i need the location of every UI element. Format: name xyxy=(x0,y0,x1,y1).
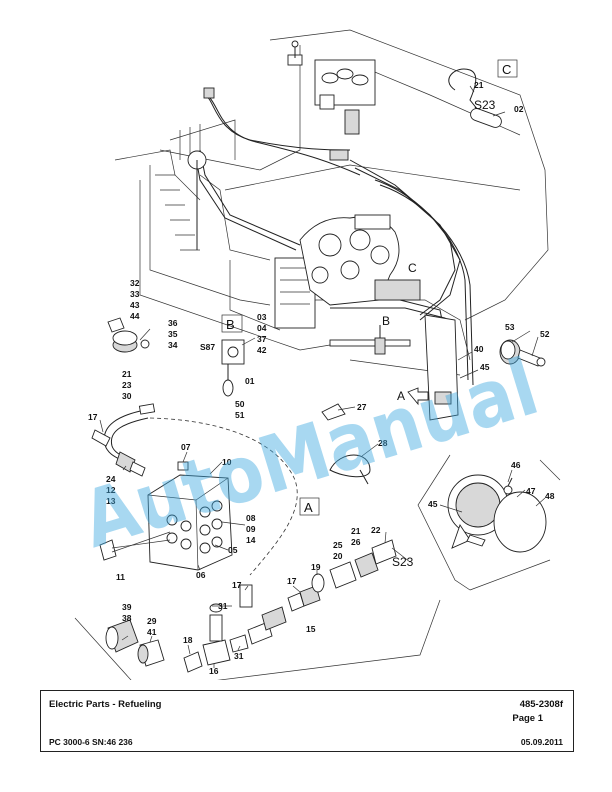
label-17-mid: 17 xyxy=(287,576,297,586)
label-45-light: 45 xyxy=(428,499,438,509)
title-block: Electric Parts - Refueling 485-2308f Pag… xyxy=(40,690,574,752)
label-40: 40 xyxy=(474,344,484,354)
label-51: 51 xyxy=(235,410,245,420)
label-04: 04 xyxy=(257,323,267,333)
label-37: 37 xyxy=(257,334,267,344)
junction-box xyxy=(99,461,233,571)
label-s23-bottom: S23 xyxy=(392,555,414,569)
label-39: 39 xyxy=(122,602,132,612)
label-05: 05 xyxy=(228,545,238,555)
label-48: 48 xyxy=(545,491,555,501)
label-09: 09 xyxy=(246,524,256,534)
label-27: 27 xyxy=(357,402,367,412)
label-47: 47 xyxy=(526,486,536,496)
label-23: 23 xyxy=(122,380,132,390)
right-wiring-panel xyxy=(374,314,459,421)
label-13: 13 xyxy=(106,496,116,506)
arrow-a-label: A xyxy=(397,389,405,403)
label-44: 44 xyxy=(130,311,140,321)
label-21-mid: 21 xyxy=(351,526,361,536)
hose-route-dashed xyxy=(149,417,298,576)
machine-model: PC 3000-6 SN:46 236 xyxy=(49,737,133,747)
label-31-a: 31 xyxy=(218,601,228,611)
arrow-b-label: B xyxy=(382,314,390,328)
label-35: 35 xyxy=(168,329,178,339)
label-28: 28 xyxy=(378,438,388,448)
view-a-label: A xyxy=(304,500,313,515)
label-03: 03 xyxy=(257,312,267,322)
label-08: 08 xyxy=(246,513,256,523)
parts-diagram: C 21 S23 02 32 33 43 44 36 35 34 B 03 04… xyxy=(72,29,561,680)
label-31-b: 31 xyxy=(234,651,244,661)
label-19: 19 xyxy=(311,562,321,572)
label-01: 01 xyxy=(245,376,255,386)
label-07: 07 xyxy=(181,442,191,452)
document-title: Electric Parts - Refueling xyxy=(49,699,162,710)
label-17-left: 17 xyxy=(88,412,98,422)
label-38: 38 xyxy=(122,613,132,623)
label-s23-top: S23 xyxy=(474,98,496,112)
label-s87: S87 xyxy=(200,342,215,352)
document-number: 485-2308f xyxy=(519,699,563,710)
label-50: 50 xyxy=(235,399,245,409)
leader-lines xyxy=(99,85,546,668)
engine-block xyxy=(274,214,421,347)
part-numbers: C 21 S23 02 32 33 43 44 36 35 34 B 03 04… xyxy=(88,62,555,676)
view-c-label: C xyxy=(502,62,511,77)
label-33: 33 xyxy=(130,289,140,299)
label-22: 22 xyxy=(371,525,381,535)
label-02: 02 xyxy=(514,104,524,114)
view-a-fittings xyxy=(74,497,441,680)
label-11: 11 xyxy=(116,572,125,582)
view-b-switch xyxy=(221,314,245,397)
hose-assembly-left xyxy=(91,403,156,477)
cable-ties xyxy=(321,403,371,485)
page-number: Page 1 xyxy=(512,713,543,724)
arrow-c-label: C xyxy=(408,261,417,275)
label-16: 16 xyxy=(209,666,219,676)
label-21-top: 21 xyxy=(474,80,484,90)
document-date: 05.09.2011 xyxy=(520,737,563,747)
view-c-sensor xyxy=(448,59,518,128)
label-45-right: 45 xyxy=(480,362,490,372)
label-41: 41 xyxy=(147,627,157,637)
label-24: 24 xyxy=(106,474,116,484)
label-06: 06 xyxy=(196,570,206,580)
label-53: 53 xyxy=(505,322,515,332)
label-18: 18 xyxy=(183,635,193,645)
label-15: 15 xyxy=(306,624,316,634)
label-26: 26 xyxy=(351,537,361,547)
label-20: 20 xyxy=(333,551,343,561)
label-29: 29 xyxy=(147,616,157,626)
label-34: 34 xyxy=(168,340,178,350)
label-46: 46 xyxy=(511,460,521,470)
label-21-left: 21 xyxy=(122,369,132,379)
label-42: 42 xyxy=(257,345,267,355)
label-36: 36 xyxy=(168,318,178,328)
label-30: 30 xyxy=(122,391,132,401)
label-12: 12 xyxy=(106,485,116,495)
warning-light-assembly xyxy=(417,454,561,591)
label-14: 14 xyxy=(246,535,256,545)
label-43: 43 xyxy=(130,300,140,310)
label-25: 25 xyxy=(333,540,343,550)
grommet-53 xyxy=(499,339,546,367)
label-10: 10 xyxy=(222,457,232,467)
clamp-assembly-32 xyxy=(107,317,150,353)
label-52: 52 xyxy=(540,329,550,339)
view-b-label: B xyxy=(226,317,235,332)
label-17-low: 17 xyxy=(232,580,242,590)
label-32: 32 xyxy=(130,278,140,288)
